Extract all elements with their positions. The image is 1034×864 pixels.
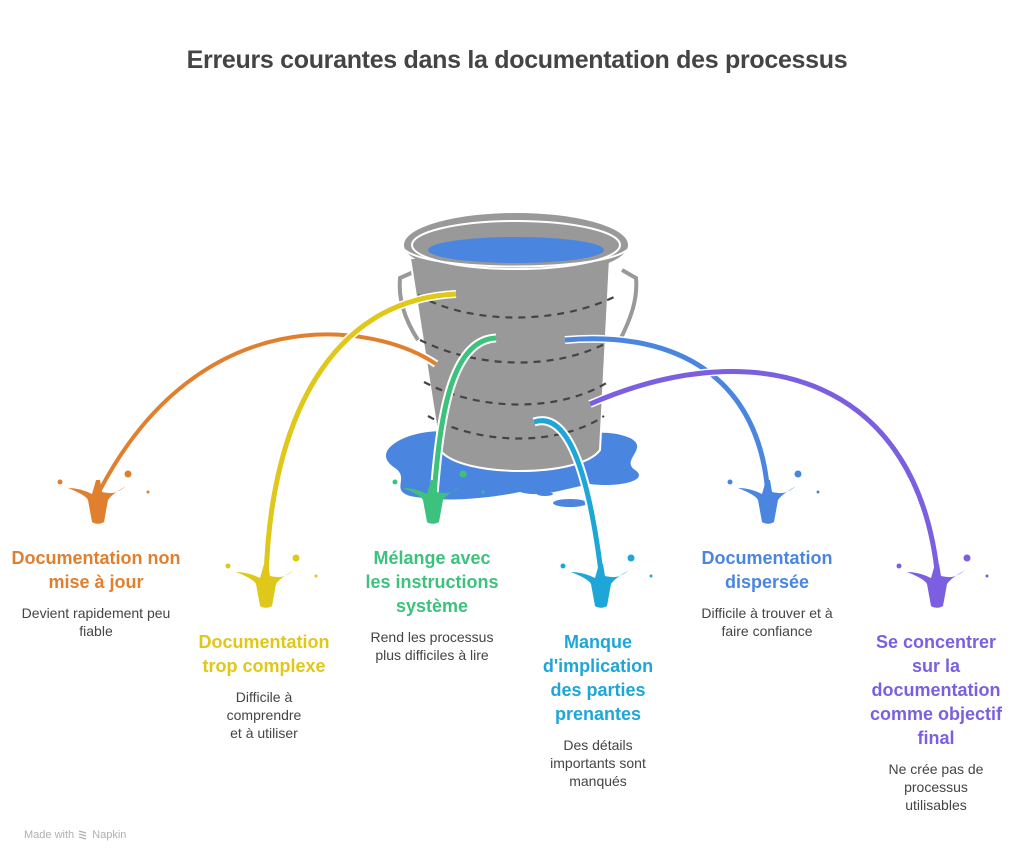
stream-orange xyxy=(96,330,439,492)
splash-droplet xyxy=(225,563,231,569)
splash-droplet xyxy=(124,470,132,478)
bucket-water xyxy=(428,237,604,263)
splash-droplet xyxy=(985,574,989,578)
error-description: Difficile à comprendre et à utiliser xyxy=(226,689,302,741)
water-drop xyxy=(553,499,587,507)
error-item: Documentation non mise à jour Devient ra… xyxy=(6,546,186,640)
splash-droplet xyxy=(560,563,566,569)
water-drop xyxy=(537,492,553,496)
splash-icon xyxy=(57,470,150,524)
splash-droplet xyxy=(57,479,63,485)
splash-icon xyxy=(560,554,653,608)
splash-droplet xyxy=(481,490,485,494)
splash-droplet xyxy=(459,470,467,478)
error-title: Mélange avec les instructions système xyxy=(365,548,499,616)
footer-attribution: Made with Napkin xyxy=(24,829,126,841)
splash-droplet xyxy=(627,554,635,562)
bucket-rim-inner xyxy=(411,220,621,270)
page-title: Erreurs courantes dans la documentation … xyxy=(186,46,848,74)
error-description: Difficile à trouver et à faire confiance xyxy=(701,605,833,639)
error-description: Rend les processus plus difficiles à lir… xyxy=(370,629,494,663)
splash-droplet xyxy=(146,490,150,494)
splash-droplet xyxy=(392,479,398,485)
splash-icon xyxy=(392,470,485,524)
splash-droplet xyxy=(314,574,318,578)
bucket-handle-right xyxy=(618,268,639,341)
error-item: Documentation dispersée Difficile à trou… xyxy=(677,546,857,640)
error-title: Se concentrer sur la documentation comme… xyxy=(869,632,1003,748)
splash-droplet xyxy=(292,554,300,562)
splash-droplet xyxy=(896,563,902,569)
splash-droplet xyxy=(794,470,802,478)
splash-icon xyxy=(727,470,820,524)
splash-icon xyxy=(896,554,989,608)
error-item: Documentation trop complexe Difficile à … xyxy=(174,630,354,742)
splash-droplet xyxy=(963,554,971,562)
bucket-dashes xyxy=(417,294,619,440)
splash-droplet xyxy=(816,490,820,494)
napkin-logo-icon xyxy=(78,830,87,840)
error-description: Des détails importants sont manqués xyxy=(550,737,646,789)
error-title: Documentation non mise à jour xyxy=(11,548,181,592)
splash-droplet xyxy=(649,574,653,578)
error-description: Devient rapidement peu fiable xyxy=(21,605,171,639)
error-title: Manque d'implication des parties prenant… xyxy=(542,632,654,724)
error-description: Ne crée pas de processus utilisables xyxy=(888,761,984,813)
error-item: Se concentrer sur la documentation comme… xyxy=(846,630,1026,814)
splash-icon xyxy=(225,554,318,608)
error-title: Documentation trop complexe xyxy=(198,632,330,676)
error-title: Documentation dispersée xyxy=(701,548,833,592)
error-item: Mélange avec les instructions système Re… xyxy=(342,546,522,664)
made-with-label: Made with xyxy=(24,829,75,841)
brand-label: Napkin xyxy=(92,829,127,841)
splash-droplet xyxy=(727,479,733,485)
error-item: Manque d'implication des parties prenant… xyxy=(508,630,688,790)
